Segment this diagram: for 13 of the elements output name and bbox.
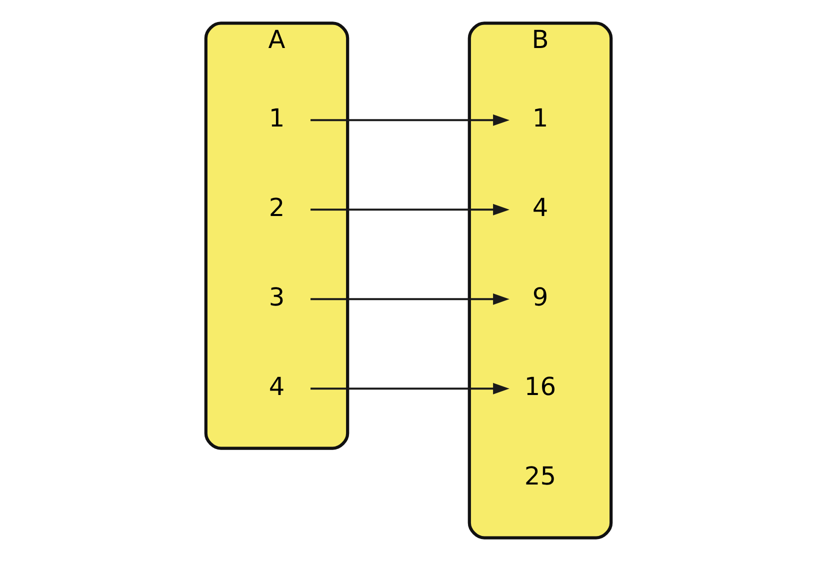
node-text: 16 [524,372,556,401]
arrow [310,382,510,394]
node-text: 25 [524,461,556,490]
node-text: 1 [268,103,285,132]
node-text: 2 [268,192,285,222]
node-text: 3 [268,282,285,312]
node-text: 9 [532,282,548,312]
node-text: 1 [532,103,548,132]
node-text: 4 [268,372,285,401]
arrow [310,293,510,305]
arrow [310,114,510,126]
arrow [310,204,510,216]
node-text: 4 [532,192,548,222]
